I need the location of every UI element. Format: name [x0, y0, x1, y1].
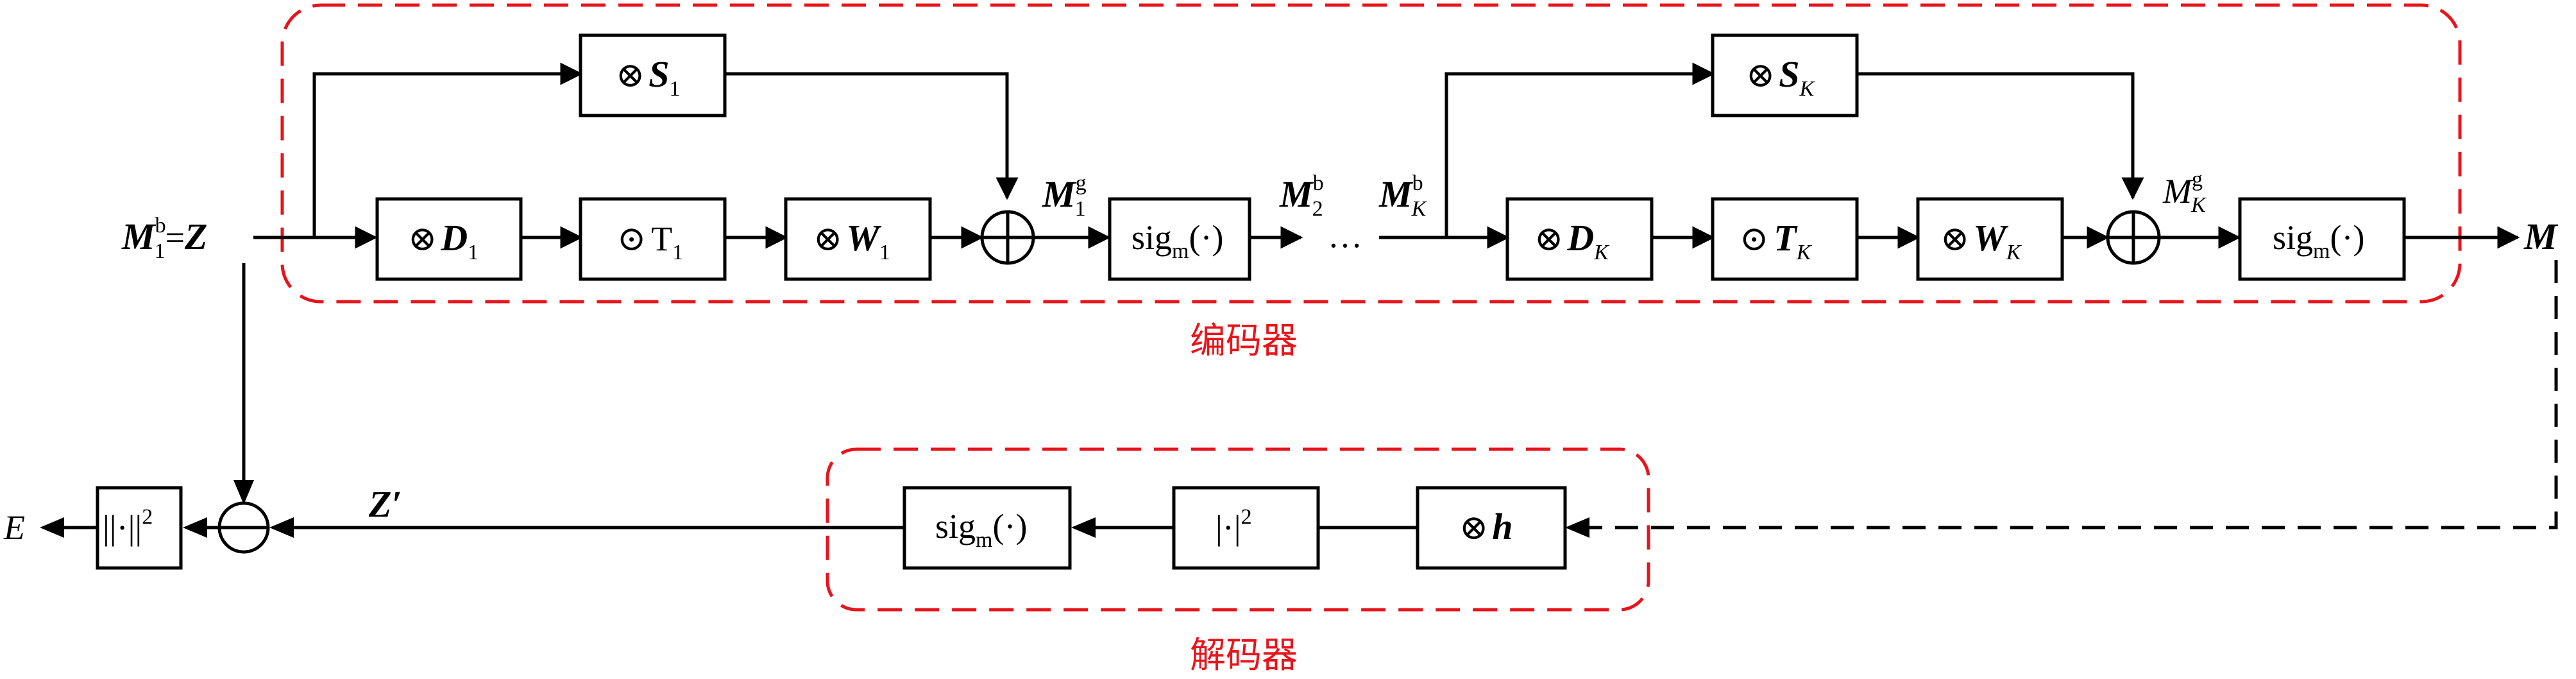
adder-1	[980, 210, 1035, 265]
svg-text:⊙TK: ⊙TK	[1740, 217, 1813, 264]
svg-text:⊗DK: ⊗DK	[1534, 217, 1610, 264]
svg-text:⊗S1: ⊗S1	[616, 53, 681, 101]
block-d1: ⊗D1	[375, 197, 523, 281]
block-abs: |·|2	[1172, 486, 1320, 570]
arrow-into-h	[1565, 517, 1589, 538]
block-sig1: sigm(·)	[1108, 197, 1251, 281]
block-t1: ⊙T1	[579, 197, 727, 281]
svg-text:⊗h: ⊗h	[1459, 506, 1513, 547]
svg-text:⊗WK: ⊗WK	[1940, 217, 2022, 264]
arrow-into-abs	[1071, 517, 1096, 538]
svg-text:sigm(·): sigm(·)	[2273, 218, 2364, 263]
block-h: ⊗h	[1416, 486, 1567, 570]
svg-text:sigm(·): sigm(·)	[1131, 218, 1223, 263]
arrow-into-sub	[269, 517, 294, 538]
svg-text:⊗D1: ⊗D1	[408, 217, 479, 264]
block-w1: ⊗W1	[784, 197, 932, 281]
svg-text:sigm(·): sigm(·)	[935, 507, 1027, 552]
block-sig-dec: sigm(·)	[902, 486, 1072, 570]
subtractor	[217, 501, 270, 554]
wire-s1-adder	[725, 72, 1019, 200]
decoder-label: 解码器	[1190, 635, 1298, 676]
wire-branch-sk	[1445, 62, 1715, 237]
encoder-label: 编码器	[1190, 320, 1298, 362]
block-sk: ⊗SK	[1711, 33, 1859, 117]
arrow-into-sub-top	[233, 480, 254, 504]
encoder-region	[280, 3, 2462, 304]
svg-text:⊗W1: ⊗W1	[813, 217, 890, 264]
adder-k	[2106, 210, 2161, 265]
label-ellipsis: …	[1328, 216, 1362, 255]
block-wk: ⊗WK	[1916, 197, 2064, 281]
svg-text:⊙T1: ⊙T1	[617, 219, 683, 264]
arrow-into-e	[40, 517, 64, 538]
label-e: E	[3, 508, 25, 547]
wire-sk-adder	[1857, 72, 2144, 200]
decoder-region	[826, 447, 1650, 612]
block-dk: ⊗DK	[1505, 197, 1654, 281]
block-sigk: sigm(·)	[2238, 197, 2406, 281]
svg-text:||·||2: ||·||2	[103, 505, 153, 547]
block-tk: ⊙TK	[1711, 197, 1859, 281]
label-zprime: Z′	[368, 483, 402, 525]
block-norm: ||·||2	[96, 486, 183, 570]
block-s1: ⊗S1	[579, 33, 727, 117]
svg-text:|·|2: |·|2	[1216, 505, 1252, 547]
svg-text:⊗SK: ⊗SK	[1746, 53, 1816, 101]
arrow-into-norm	[183, 517, 207, 538]
wire-m-decoder	[1565, 260, 2558, 529]
wire-branch-s1	[312, 62, 583, 237]
label-output-m: M	[2523, 216, 2559, 257]
